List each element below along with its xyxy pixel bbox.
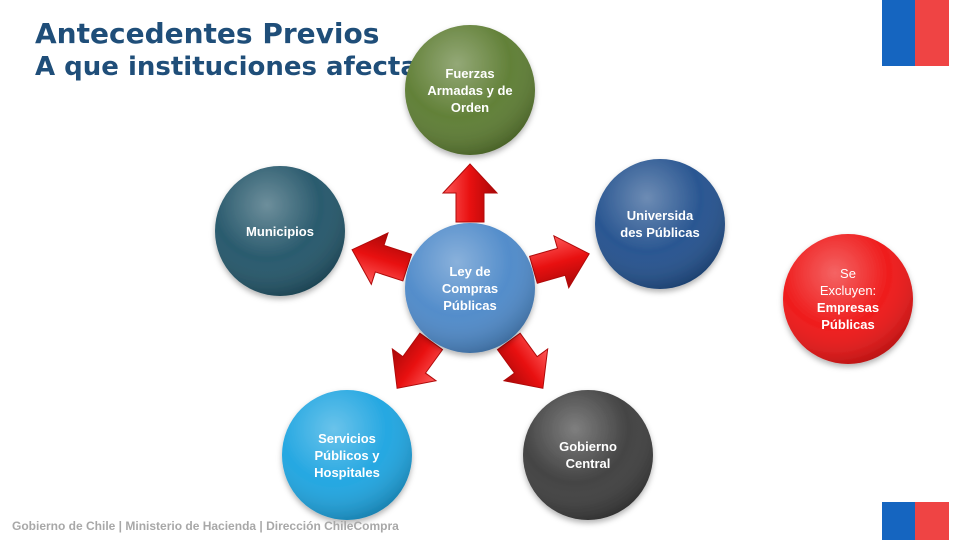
node-municipios [215, 166, 345, 296]
page-title: Antecedentes Previos [35, 17, 380, 50]
chile-flag-top-icon [882, 0, 949, 66]
chile-flag-bottom-icon [882, 502, 949, 540]
node-servicios [282, 390, 412, 520]
node-universidades [595, 159, 725, 289]
node-fuerzas [405, 25, 535, 155]
node-center [405, 223, 535, 353]
arrow-to-universidades-icon [528, 234, 590, 290]
page-subtitle: A que instituciones afecta [35, 52, 418, 82]
footer-text: Gobierno de Chile | Ministerio de Hacien… [12, 519, 399, 533]
node-gobierno [523, 390, 653, 520]
arrow-to-fuerzas-icon [441, 163, 499, 223]
node-exclusion [783, 234, 913, 364]
arrow-to-municipios-icon [351, 232, 413, 286]
